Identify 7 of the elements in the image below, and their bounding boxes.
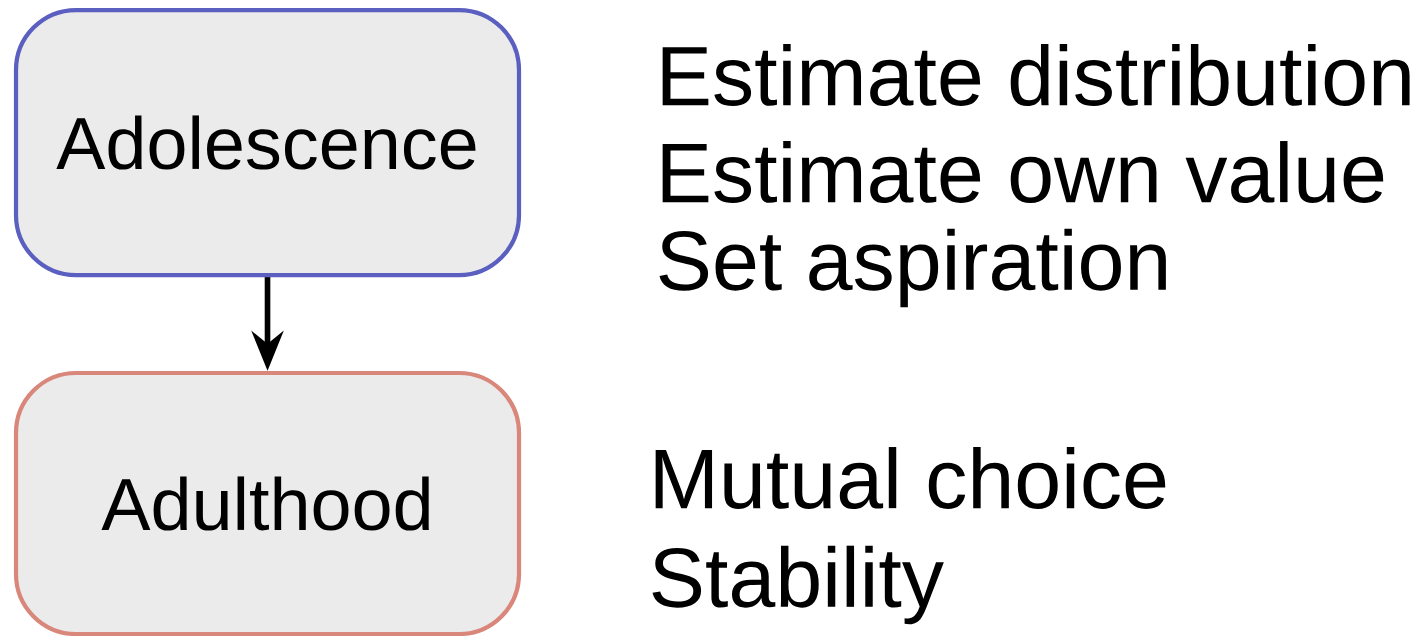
step-text: Stability bbox=[652, 545, 944, 625]
step-text: Estimate distribution bbox=[662, 44, 1410, 106]
step-text: Mutual choice bbox=[655, 447, 1166, 509]
stage-box: Adulthood bbox=[13, 370, 522, 636]
stage-box: Adolescence bbox=[13, 7, 522, 278]
step-text: Estimate own value bbox=[662, 141, 1384, 203]
step-text: Set aspiration bbox=[659, 228, 1166, 308]
